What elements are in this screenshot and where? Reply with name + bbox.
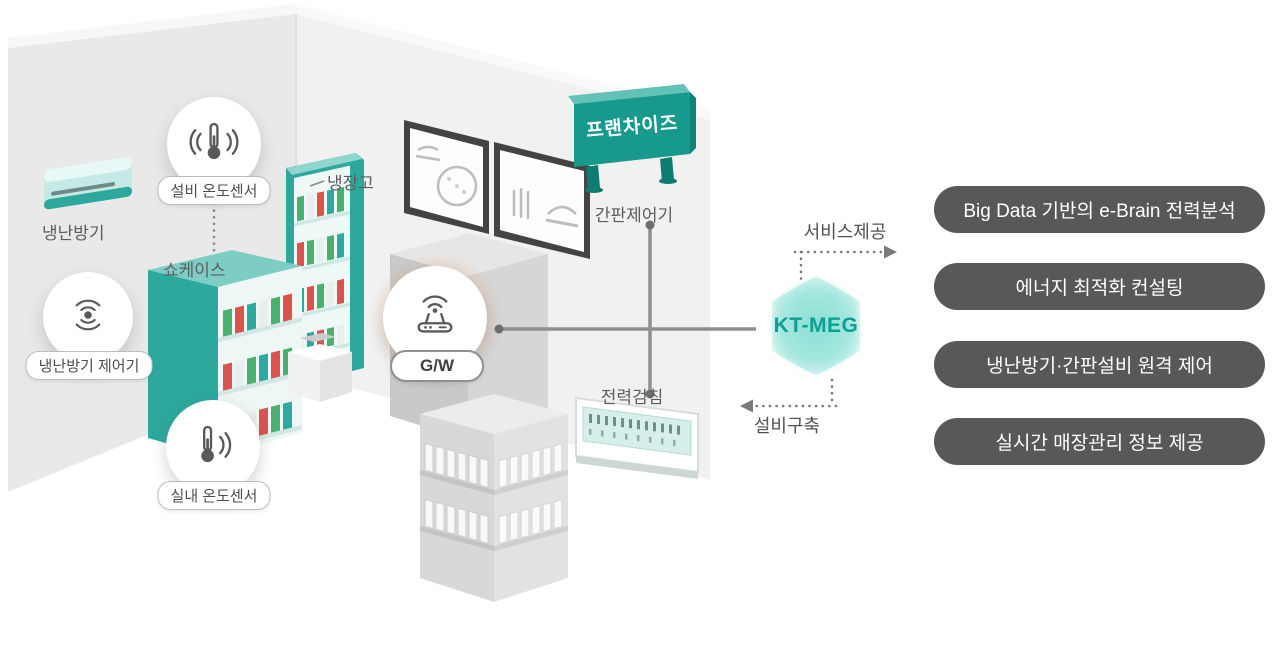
pos-counter	[288, 333, 352, 402]
benefit-pill-realtime-info: 실시간 매장관리 정보 제공	[934, 418, 1265, 465]
showcase-label: 쇼케이스	[163, 261, 226, 280]
ac-unit	[44, 156, 132, 210]
equip-temp-sensor-label: 설비 온도센서	[157, 176, 271, 205]
wireless-controller-icon	[63, 290, 113, 345]
shelf-unit	[420, 394, 568, 602]
fridge-label: 냉장고	[327, 174, 374, 193]
kt-meg-hub: KT-MEG	[750, 260, 882, 392]
thermometer-signal-icon	[186, 418, 240, 477]
power-metering-label: 전력검침	[600, 388, 664, 407]
thermometer-waves-icon	[187, 115, 241, 174]
connector-lines	[494, 220, 756, 399]
service-flow-label: 서비스제공	[803, 222, 887, 242]
equip-temp-sensor-circle	[167, 97, 261, 191]
ac-controller-label: 냉난방기 제어기	[25, 351, 153, 380]
gateway-label: G/W	[390, 350, 484, 382]
indoor-temp-sensor-label: 실내 온도센서	[157, 481, 271, 510]
benefit-pill-remote-control: 냉난방기·간판설비 원격 제어	[934, 341, 1265, 388]
build-flow-arrow	[740, 378, 838, 413]
fridge-cabinet	[286, 153, 364, 386]
power-meter-box	[575, 396, 699, 480]
signboard-controller-label: 간판제어기	[594, 206, 674, 225]
ac-unit-label: 냉난방기	[42, 224, 105, 243]
franchise-signboard	[568, 84, 696, 193]
benefit-pill-bigdata: Big Data 기반의 e-Brain 전력분석	[934, 186, 1265, 233]
indoor-temp-sensor-circle	[166, 400, 260, 494]
menu-boards	[404, 120, 590, 259]
build-flow-label: 설비구축	[753, 416, 821, 436]
ac-controller-circle	[43, 272, 133, 362]
wifi-router-icon	[406, 287, 464, 350]
benefit-pill-energy-consulting: 에너지 최적화 컨설팅	[934, 263, 1265, 310]
kt-meg-label: KT-MEG	[773, 314, 859, 337]
